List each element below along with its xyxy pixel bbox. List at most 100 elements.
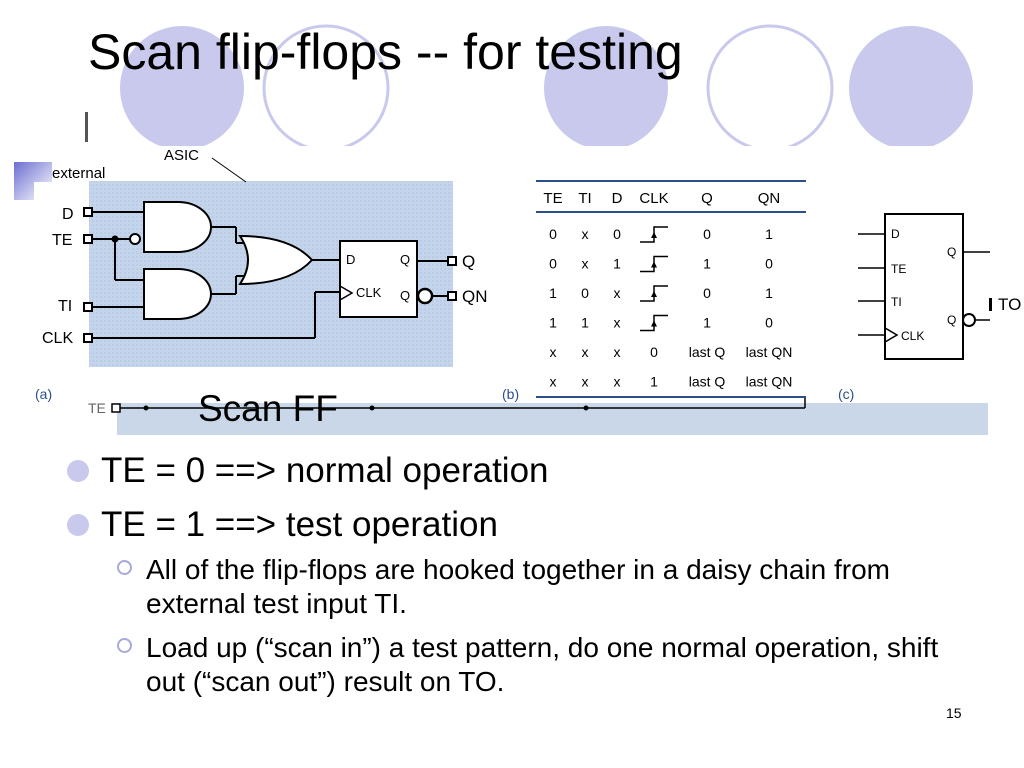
table-cell: 0 bbox=[765, 315, 773, 331]
scan-ff-diagram: TE external ASIC D TE TI CLK bbox=[14, 147, 1021, 435]
edge-arrow-icon bbox=[651, 291, 657, 297]
pin-te: TE bbox=[52, 232, 93, 249]
table-cell: x bbox=[582, 256, 589, 272]
ff-a-q-pin: Q bbox=[400, 252, 410, 267]
table-cell: 0 bbox=[703, 226, 711, 242]
table-cell: 0 bbox=[765, 256, 773, 272]
ff-c-ti-pin: TI bbox=[891, 295, 902, 309]
and-gate-top bbox=[143, 201, 212, 253]
ff-a-qn-bubble bbox=[416, 287, 434, 305]
table-cell: 0 bbox=[703, 285, 711, 301]
input-d-label: D bbox=[62, 206, 74, 223]
te-faded-label: TE bbox=[88, 400, 106, 416]
pin-ti: TI bbox=[58, 298, 93, 315]
table-cell: x bbox=[550, 374, 557, 390]
table-row: 1 0 x 0 1 bbox=[549, 285, 773, 302]
table-cell: 0 bbox=[549, 226, 557, 242]
edge-arrow-icon bbox=[651, 232, 657, 238]
table-row: 0 x 0 0 1 bbox=[549, 226, 773, 243]
table-header-cell: D bbox=[612, 190, 623, 207]
table-cell: x bbox=[614, 374, 621, 390]
slide-title: Scan flip-flops -- for testing bbox=[88, 24, 683, 80]
input-te-label: TE bbox=[52, 232, 72, 249]
input-clk-label: CLK bbox=[42, 330, 73, 347]
table-cell: last Q bbox=[689, 344, 726, 360]
ff-a-d-pin: D bbox=[346, 252, 355, 267]
inverter-bubble bbox=[129, 233, 141, 245]
output-qn-label: QN bbox=[462, 287, 488, 306]
table-cell: 1 bbox=[650, 374, 658, 390]
table-header-cell: QN bbox=[758, 190, 781, 207]
caption-b: (b) bbox=[502, 386, 519, 402]
caption-c: (c) bbox=[838, 386, 854, 402]
scan-ff-symbol: D TE TI CLK Q Q TO bbox=[858, 213, 1021, 360]
input-ti-label: TI bbox=[58, 298, 72, 315]
table-cell: x bbox=[582, 374, 589, 390]
ff-c-q-pin: Q bbox=[947, 245, 956, 259]
ff-c-qn-bubble bbox=[962, 313, 976, 327]
ff-c-qn-pin: Q bbox=[947, 313, 956, 327]
deco-circle bbox=[849, 26, 973, 150]
output-q-label: Q bbox=[462, 252, 475, 271]
asic-label: ASIC bbox=[164, 147, 199, 164]
table-row: 0 x 1 1 0 bbox=[549, 256, 773, 273]
table-cell: x bbox=[550, 344, 557, 360]
table-cell: 0 bbox=[549, 256, 557, 272]
table-cell: 1 bbox=[703, 256, 711, 272]
bullet-dot bbox=[67, 514, 89, 536]
flip-flop-a bbox=[339, 240, 418, 318]
deco-circle bbox=[262, 24, 390, 150]
table-cell: 1 bbox=[765, 226, 773, 242]
pin-clk: CLK bbox=[42, 330, 93, 347]
table-header-cell: CLK bbox=[639, 190, 668, 207]
truth-table-header: TE TI D CLK Q QN bbox=[543, 190, 780, 207]
table-header-cell: TI bbox=[578, 190, 591, 207]
table-cell: 1 bbox=[703, 315, 711, 331]
table-cell: 0 bbox=[581, 285, 589, 301]
table-cell: 1 bbox=[581, 315, 589, 331]
deco-circle bbox=[544, 26, 668, 150]
table-cell: x bbox=[614, 315, 621, 331]
table-cell: x bbox=[614, 344, 621, 360]
caption-a: (a) bbox=[35, 386, 52, 402]
page-number: 15 bbox=[946, 705, 962, 721]
table-cell: last QN bbox=[746, 344, 793, 360]
sub-bullet-scan-in: Load up (“scan in”) a test pattern, do o… bbox=[146, 632, 939, 697]
ff-a-qn-pin: Q bbox=[400, 288, 410, 303]
table-cell: x bbox=[582, 344, 589, 360]
junction-dot bbox=[111, 235, 119, 243]
ff-a-clk-triangle bbox=[339, 285, 354, 301]
ff-c-clk-pin: CLK bbox=[901, 329, 924, 343]
ff-c-te-pin: TE bbox=[891, 262, 906, 276]
table-cell: last QN bbox=[746, 374, 793, 390]
ff-c-d-pin: D bbox=[891, 227, 900, 241]
title-cursor bbox=[85, 112, 88, 142]
external-label: external bbox=[52, 165, 105, 182]
bullet-te1: TE = 1 ==> test operation bbox=[101, 505, 498, 544]
edge-arrow-icon bbox=[651, 320, 657, 327]
pin-d: D bbox=[62, 206, 93, 223]
to-label: TO bbox=[998, 295, 1021, 314]
deco-circle bbox=[706, 24, 834, 150]
sub-bullet-daisy-chain: All of the flip-flops are hooked togethe… bbox=[146, 554, 890, 619]
table-cell: last Q bbox=[689, 374, 726, 390]
table-cell: x bbox=[582, 226, 589, 242]
table-cell: x bbox=[614, 285, 621, 301]
table-cell: 1 bbox=[765, 285, 773, 301]
ff-c-clk-triangle bbox=[884, 327, 899, 343]
deco-circle bbox=[120, 26, 244, 150]
scan-ff-label: Scan FF bbox=[198, 388, 338, 429]
sub-bullet-ring bbox=[117, 638, 132, 653]
sub-bullet-ring bbox=[117, 560, 132, 575]
table-cell: 0 bbox=[613, 226, 621, 242]
or-gate bbox=[238, 234, 314, 286]
table-cell: 1 bbox=[549, 285, 557, 301]
edge-arrow-icon bbox=[651, 261, 657, 268]
table-cell: 1 bbox=[613, 256, 621, 272]
table-header-cell: Q bbox=[701, 190, 713, 207]
bullet-dot bbox=[67, 460, 89, 482]
bullet-te0: TE = 0 ==> normal operation bbox=[101, 451, 549, 490]
